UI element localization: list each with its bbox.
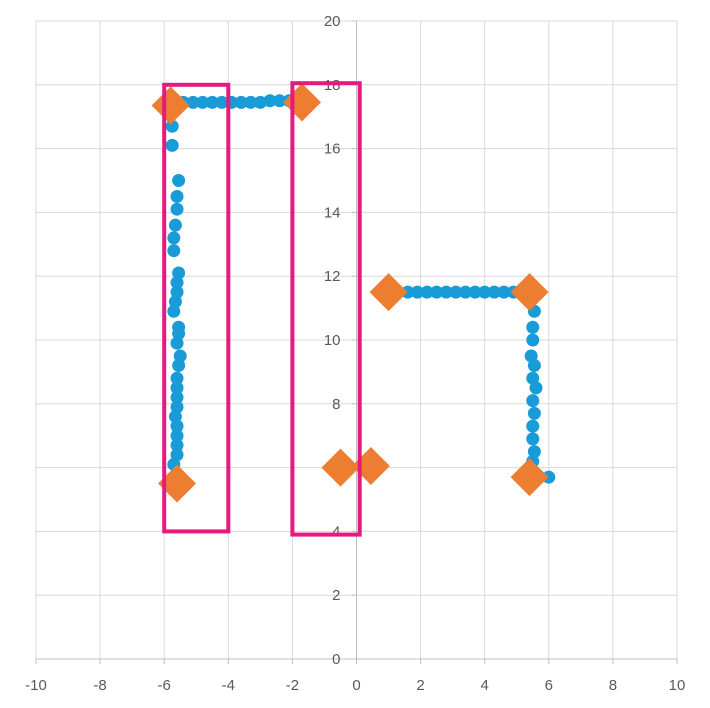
data-point <box>168 295 182 309</box>
data-point <box>401 285 415 299</box>
data-point <box>172 320 186 334</box>
diamond-marker <box>158 464 197 503</box>
data-point <box>234 95 248 109</box>
data-point <box>468 285 482 299</box>
diamond-marker <box>510 458 549 497</box>
x-tick-label: 0 <box>352 677 360 694</box>
data-point <box>173 349 187 363</box>
blue-point-series <box>165 94 556 484</box>
data-point <box>529 381 543 395</box>
data-point <box>170 390 184 404</box>
y-tick-label: 10 <box>324 332 341 349</box>
data-point <box>497 285 511 299</box>
x-tick-label: -8 <box>93 677 106 694</box>
x-tick-label: 6 <box>545 677 553 694</box>
data-point <box>196 95 210 109</box>
data-point <box>487 285 501 299</box>
data-point <box>170 189 184 203</box>
y-tick-labels: 02468101214161820 <box>324 13 341 668</box>
data-point <box>410 285 424 299</box>
diamond-marker <box>351 447 390 486</box>
data-point <box>172 174 186 187</box>
data-point <box>170 285 184 299</box>
data-point <box>170 429 184 443</box>
x-tick-label: 8 <box>609 677 617 694</box>
data-point <box>170 381 184 395</box>
data-point <box>170 371 184 385</box>
data-point <box>542 470 556 484</box>
x-tick-labels: -10 -8 -6 -4 -2 0 2 4 6 8 10 <box>25 677 685 694</box>
y-tick-label: 14 <box>324 204 341 221</box>
x-tick-label: -6 <box>158 677 171 694</box>
data-point <box>458 285 472 299</box>
y-tick-label: 2 <box>332 587 340 604</box>
data-point <box>527 445 541 459</box>
data-point <box>165 138 179 152</box>
highlight-rectangle <box>162 82 231 534</box>
data-point <box>167 244 181 258</box>
diamond-marker <box>510 273 549 312</box>
data-point <box>205 95 219 109</box>
y-tick-label: 12 <box>324 268 341 285</box>
data-point <box>170 400 184 414</box>
data-point <box>439 285 453 299</box>
data-point <box>273 94 287 108</box>
data-point <box>170 448 184 462</box>
y-tick-label: 18 <box>324 77 341 94</box>
data-point <box>253 95 267 109</box>
data-point <box>526 333 540 347</box>
y-tick-label: 4 <box>332 523 340 540</box>
diamond-marker <box>321 448 360 487</box>
diamond-marker <box>283 83 322 122</box>
data-point <box>420 285 434 299</box>
data-point <box>170 336 184 350</box>
data-point <box>172 359 186 373</box>
data-point <box>170 438 184 452</box>
data-point <box>430 285 444 299</box>
data-point <box>526 394 540 408</box>
data-point <box>168 410 182 424</box>
x-tick-label: 10 <box>669 677 686 694</box>
data-point <box>263 94 277 108</box>
data-point <box>449 285 463 299</box>
y-tick-label: 16 <box>324 141 341 158</box>
data-point <box>526 432 540 446</box>
highlight-rectangle <box>290 81 362 537</box>
data-point <box>526 320 540 334</box>
data-point <box>170 202 184 216</box>
x-tick-label: 2 <box>416 677 424 694</box>
axes <box>35 20 678 664</box>
data-point <box>170 276 184 290</box>
y-tick-label: 8 <box>332 396 340 413</box>
data-point <box>215 95 229 109</box>
data-point <box>167 304 181 318</box>
x-tick-label: -10 <box>25 677 47 694</box>
data-point <box>526 419 540 433</box>
x-tick-label: -4 <box>222 677 235 694</box>
y-tick-label: 20 <box>324 13 341 30</box>
data-point <box>186 95 200 109</box>
data-point <box>527 406 541 420</box>
diamond-marker <box>151 86 190 125</box>
x-tick-label: 4 <box>481 677 489 694</box>
y-tick-label: 0 <box>332 651 340 668</box>
highlight-boxes <box>162 81 362 537</box>
data-point <box>172 266 186 280</box>
x-tick-label: -2 <box>286 677 299 694</box>
data-point <box>244 95 258 109</box>
data-point <box>527 359 541 373</box>
data-point <box>165 119 179 133</box>
data-point <box>168 218 182 232</box>
data-point <box>170 419 184 433</box>
data-point <box>478 285 492 299</box>
data-point <box>167 231 181 245</box>
diamond-marker <box>369 273 408 312</box>
